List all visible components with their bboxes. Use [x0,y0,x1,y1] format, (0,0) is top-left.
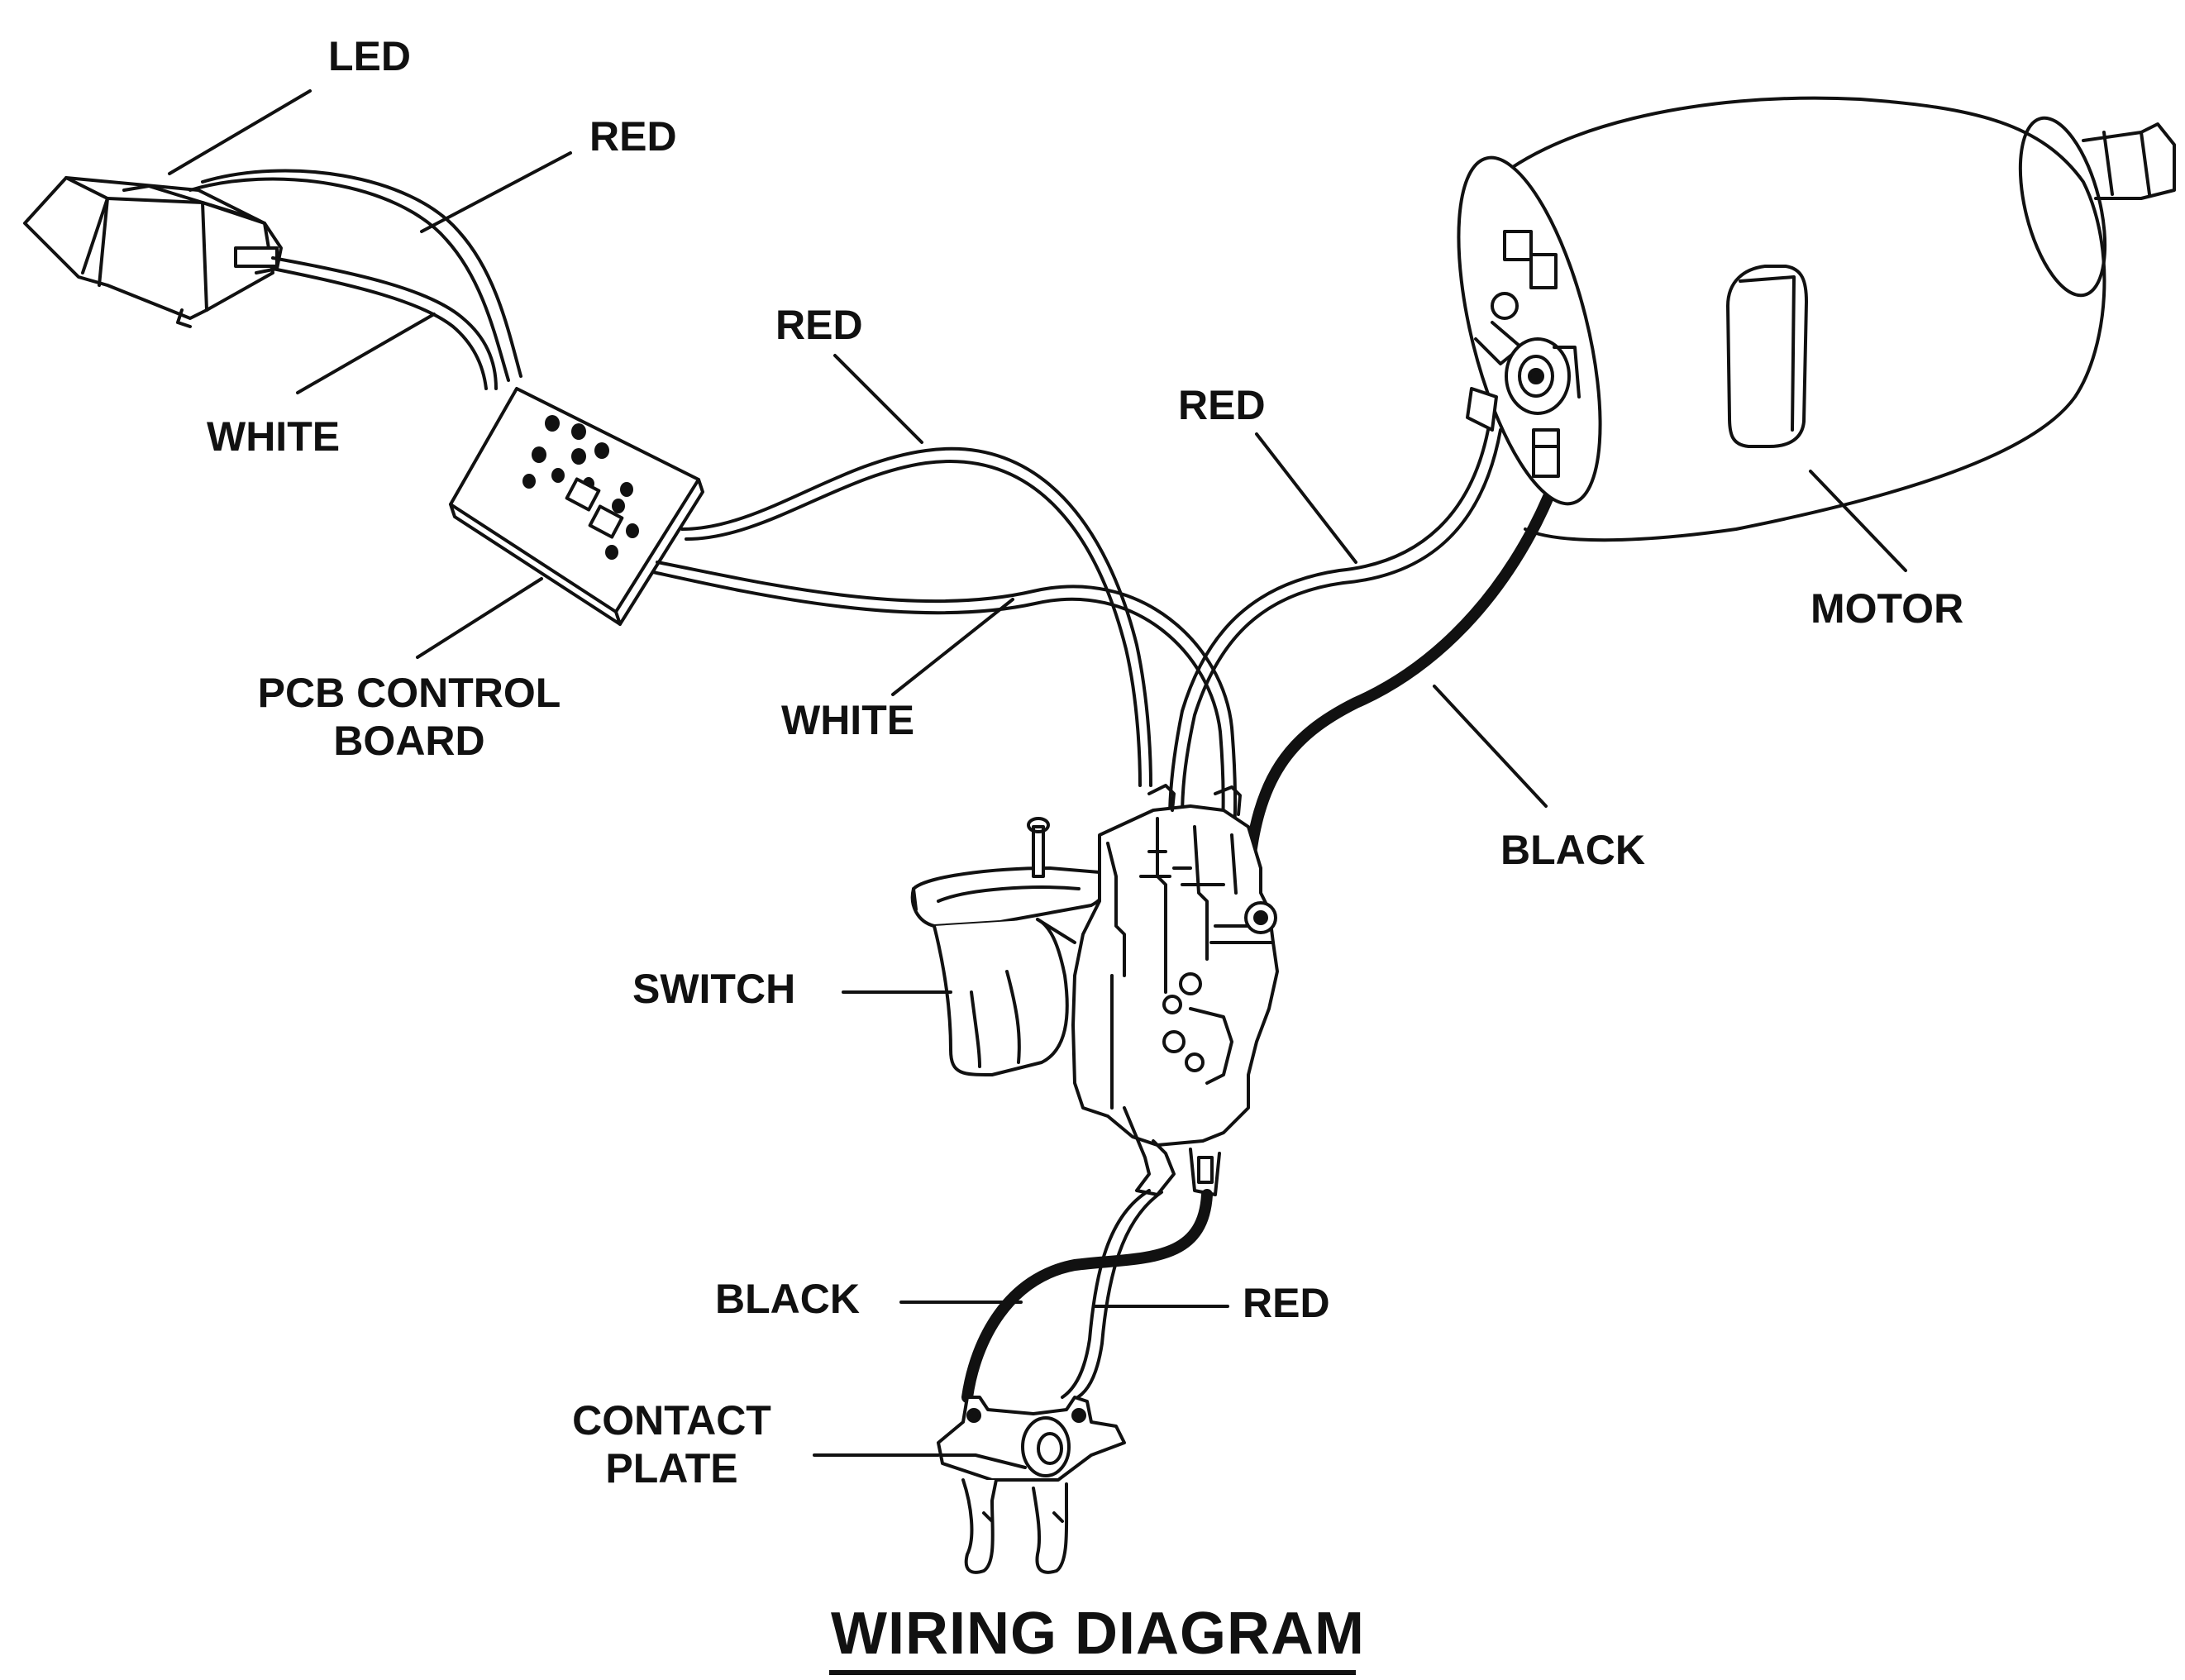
label-motor: MOTOR [1810,585,1964,632]
title-underline [829,1670,1356,1675]
switch-contact-black-wire [961,1189,1213,1403]
label-red-wire-mid: RED [775,302,863,348]
label-red-wire-low: RED [1243,1280,1330,1326]
motor-body [1457,96,2176,542]
leader-lines [168,89,1907,1457]
switch-body [910,784,1279,1196]
pcb-switch-wires [651,446,1238,837]
label-white-wire-mid: WHITE [781,697,915,743]
leader-white-mid [891,598,1014,696]
leader-white-left [296,313,436,394]
label-red-wire-right: RED [1178,382,1266,428]
leader-red-mid [833,354,923,444]
leader-pcb [416,577,543,659]
label-white-wire-left: WHITE [207,413,341,460]
label-contact-line2: PLATE [605,1444,738,1491]
led-housing [23,176,283,328]
label-pcb-line2: BOARD [333,717,485,764]
leader-motor [1809,470,1907,572]
motor-switch-red-wire [1168,428,1502,820]
label-contact-line1: CONTACT [572,1397,771,1444]
label-switch: SWITCH [632,966,796,1012]
leader-red-right [1255,432,1357,564]
diagram-title: WIRING DIAGRAM [831,1601,1365,1667]
label-contact-plate: CONTACT PLATE [529,1397,814,1492]
label-pcb-control-board: PCB CONTROL BOARD [236,670,583,765]
leader-red-top [420,151,572,233]
leader-led [168,89,312,175]
label-black-wire-low: BLACK [715,1276,860,1322]
label-pcb-line1: PCB CONTROL [257,670,561,716]
label-led: LED [328,33,411,79]
label-black-wire-right: BLACK [1500,827,1645,873]
contact-plate [937,1396,1126,1574]
pcb-control-board [449,387,704,626]
label-red-wire-top: RED [589,113,677,160]
switch-contact-red-wire [1061,1189,1163,1401]
leader-black-right [1433,685,1548,808]
